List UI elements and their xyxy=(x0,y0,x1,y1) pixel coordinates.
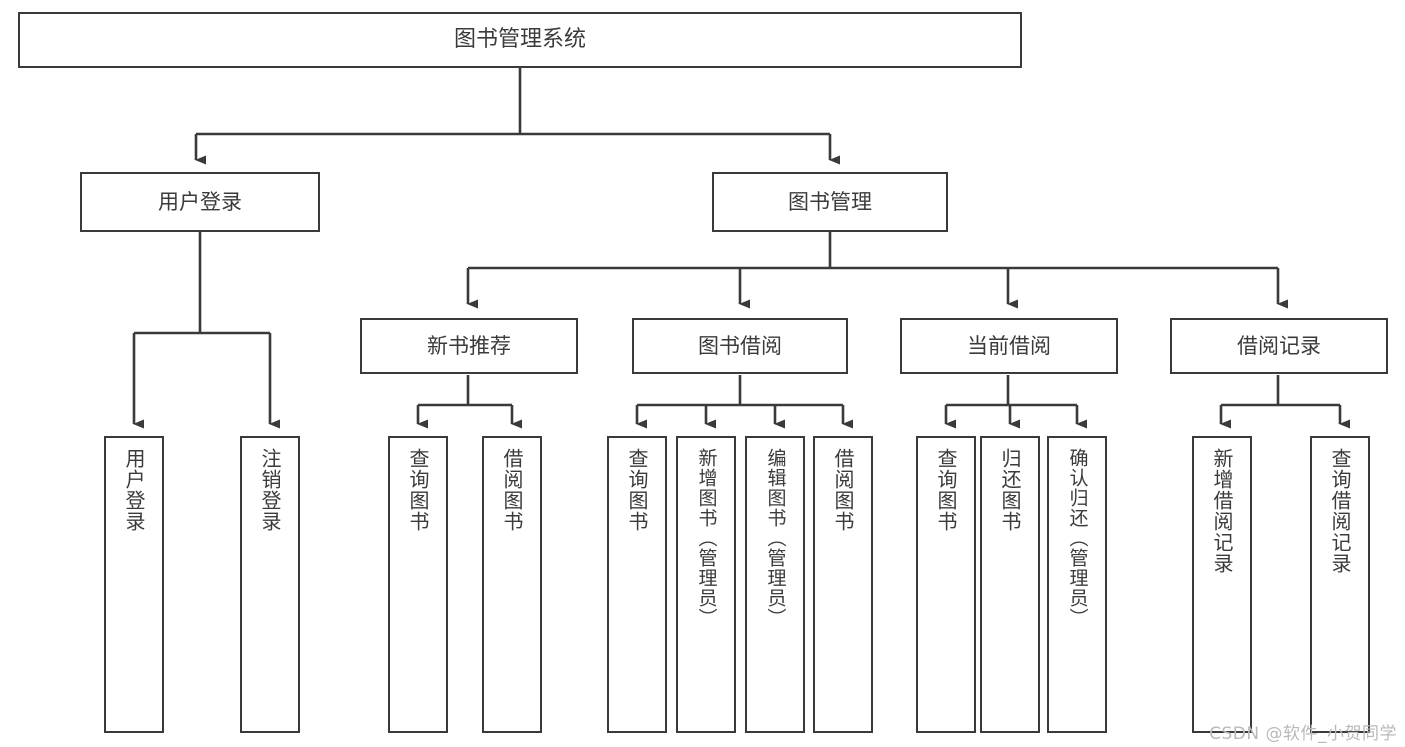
leaf-current-borrow-query[interactable]: 查询图书 xyxy=(916,436,976,733)
leaf-current-borrow-confirm[interactable]: 确认归还（管理员） xyxy=(1047,436,1107,733)
node-borrow-record[interactable]: 借阅记录 xyxy=(1170,318,1388,374)
leaf-current-borrow-return[interactable]: 归还图书 xyxy=(980,436,1040,733)
leaf-book-borrow-edit-label: 编辑图书（管理员） xyxy=(764,448,787,628)
leaf-borrow-record-add-label: 新增借阅记录 xyxy=(1210,448,1234,574)
leaf-new-book-borrow-label: 借阅图书 xyxy=(500,448,524,532)
node-new-book-recommend-label: 新书推荐 xyxy=(427,333,511,358)
leaf-book-borrow-query-label: 查询图书 xyxy=(625,448,649,532)
leaf-book-borrow-edit[interactable]: 编辑图书（管理员） xyxy=(745,436,805,733)
leaf-borrow-record-query[interactable]: 查询借阅记录 xyxy=(1310,436,1370,733)
leaf-book-borrow-borrow-label: 借阅图书 xyxy=(831,448,855,532)
node-root-label: 图书管理系统 xyxy=(453,27,586,53)
node-borrow-record-label: 借阅记录 xyxy=(1237,333,1321,358)
leaf-user-login-logout[interactable]: 注销登录 xyxy=(240,436,300,733)
leaf-user-login-login[interactable]: 用户登录 xyxy=(104,436,164,733)
node-current-borrow-label: 当前借阅 xyxy=(967,333,1051,358)
watermark-text: CSDN @软件_小贺同学 xyxy=(1209,724,1397,744)
node-book-borrow[interactable]: 图书借阅 xyxy=(632,318,848,374)
leaf-user-login-login-label: 用户登录 xyxy=(122,448,146,532)
leaf-book-borrow-query[interactable]: 查询图书 xyxy=(607,436,667,733)
node-root[interactable]: 图书管理系统 xyxy=(18,12,1022,68)
leaf-book-borrow-borrow[interactable]: 借阅图书 xyxy=(813,436,873,733)
leaf-book-borrow-add-label: 新增图书（管理员） xyxy=(695,448,718,628)
node-book-management[interactable]: 图书管理 xyxy=(712,172,948,232)
node-current-borrow[interactable]: 当前借阅 xyxy=(900,318,1118,374)
leaf-new-book-query[interactable]: 查询图书 xyxy=(388,436,448,733)
leaf-borrow-record-query-label: 查询借阅记录 xyxy=(1328,448,1352,574)
leaf-user-login-logout-label: 注销登录 xyxy=(258,448,282,532)
leaf-current-borrow-query-label: 查询图书 xyxy=(934,448,958,532)
leaf-borrow-record-add[interactable]: 新增借阅记录 xyxy=(1192,436,1252,733)
leaf-book-borrow-add[interactable]: 新增图书（管理员） xyxy=(676,436,736,733)
leaf-new-book-query-label: 查询图书 xyxy=(406,448,430,532)
node-user-login-label: 用户登录 xyxy=(158,189,242,214)
leaf-current-borrow-return-label: 归还图书 xyxy=(998,448,1022,532)
node-book-borrow-label: 图书借阅 xyxy=(698,333,782,358)
leaf-current-borrow-confirm-label: 确认归还（管理员） xyxy=(1066,448,1089,628)
leaf-new-book-borrow[interactable]: 借阅图书 xyxy=(482,436,542,733)
node-user-login[interactable]: 用户登录 xyxy=(80,172,320,232)
node-new-book-recommend[interactable]: 新书推荐 xyxy=(360,318,578,374)
node-book-management-label: 图书管理 xyxy=(788,189,872,214)
